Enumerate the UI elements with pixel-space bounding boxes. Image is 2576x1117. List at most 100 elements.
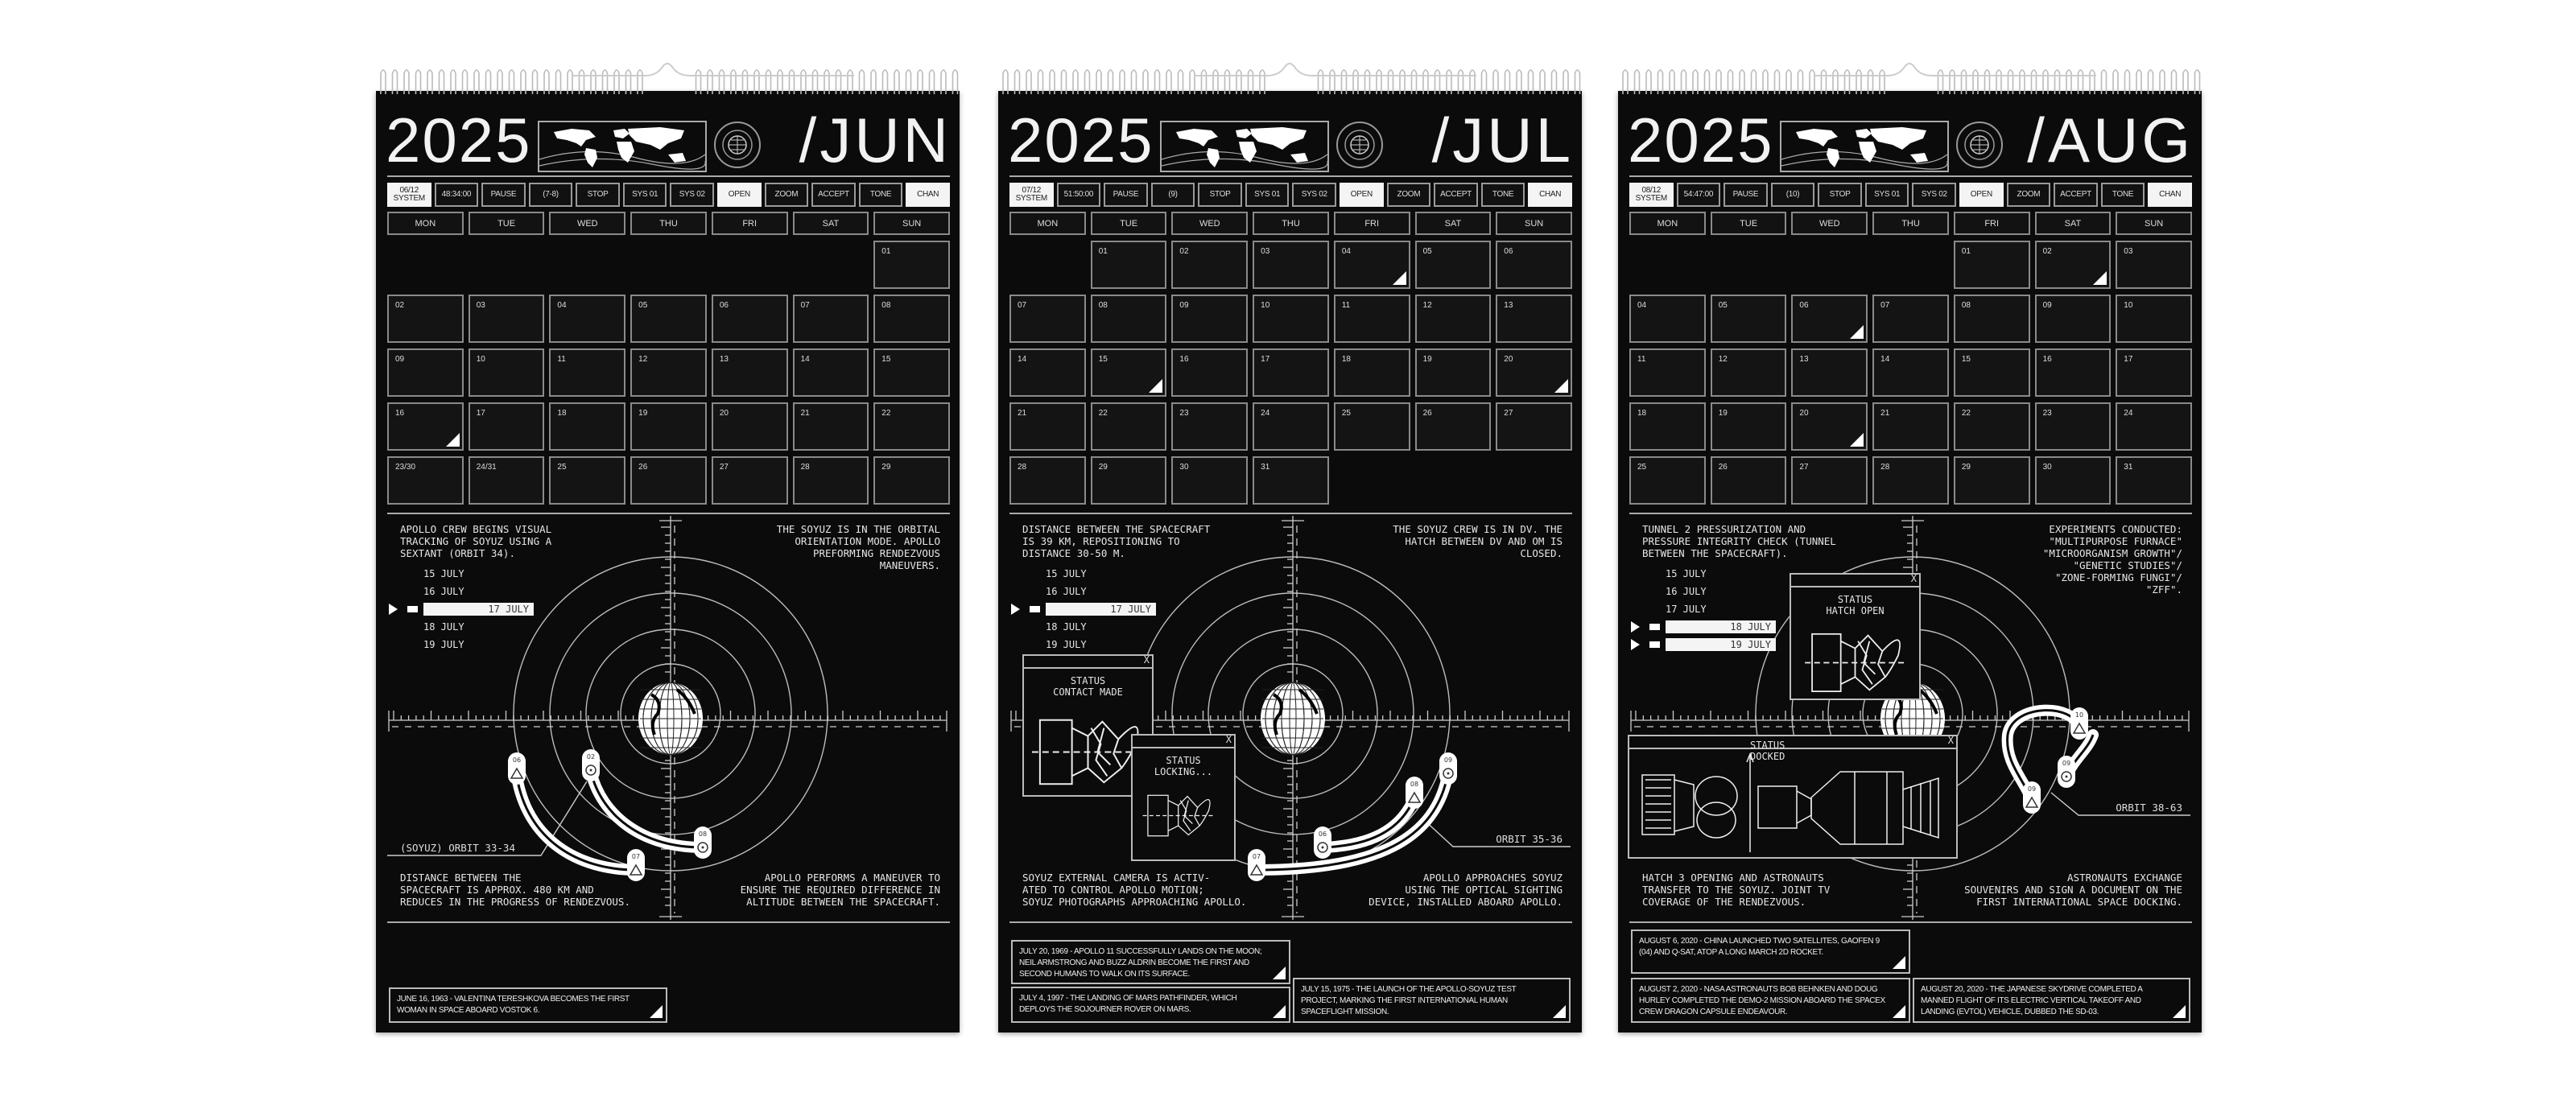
history-fact-card[interactable]: AUGUST 6, 2020 - CHINA LAUNCHED TWO SATE… [1631,929,1910,974]
day-cell[interactable]: 04 [549,295,626,343]
toolbar-button-sys-02[interactable]: SYS 02 [1292,183,1337,207]
day-cell[interactable]: 09 [2034,295,2112,343]
day-cell[interactable]: 28 [1009,456,1086,505]
day-cell[interactable]: 02 [387,295,464,343]
day-cell[interactable]: 06 [1496,241,1572,289]
day-cell[interactable]: 15 [1953,348,2030,397]
history-fact-card[interactable]: JULY 20, 1969 - APOLLO 11 SUCCESSFULLY L… [1011,940,1290,984]
day-cell[interactable]: 08 [1953,295,2030,343]
day-cell[interactable]: 23/30 [387,456,464,505]
day-cell[interactable]: 05 [1710,295,1787,343]
toolbar-button-accept[interactable]: ACCEPT [2054,183,2098,207]
day-cell[interactable]: 12 [630,348,707,397]
day-cell[interactable]: 30 [2034,456,2112,505]
mission-date-item[interactable]: 16 JULY [1629,585,1790,603]
day-cell[interactable]: 02 [1171,241,1249,289]
day-cell[interactable]: 09 [387,348,464,397]
day-cell[interactable]: 27 [711,456,788,505]
toolbar-button-sys-01[interactable]: SYS 01 [622,183,667,207]
day-cell[interactable]: 15 [1090,348,1167,397]
day-cell[interactable]: 31 [2116,456,2192,505]
toolbar-button-stop[interactable]: STOP [1198,183,1242,207]
toolbar-button-7-8[interactable]: (7-8) [528,183,573,207]
day-cell[interactable]: 10 [2116,295,2192,343]
day-cell[interactable]: 29 [1090,456,1167,505]
day-cell[interactable]: 06 [1791,295,1868,343]
day-cell[interactable]: 30 [1171,456,1249,505]
day-cell[interactable]: 14 [1872,348,1949,397]
day-cell[interactable]: 25 [1629,456,1706,505]
day-cell[interactable]: 01 [873,241,950,289]
day-cell[interactable]: 05 [630,295,707,343]
mission-date-item[interactable]: 17 JULY [387,603,548,620]
day-cell[interactable]: 14 [1009,348,1086,397]
day-cell[interactable]: 02 [2034,241,2112,289]
toolbar-button-sys-02[interactable]: SYS 02 [670,183,715,207]
day-cell[interactable]: 11 [1333,295,1410,343]
day-cell[interactable]: 29 [873,456,950,505]
day-cell[interactable]: 24 [2116,402,2192,451]
day-cell[interactable]: 20 [711,402,788,451]
toolbar-button-10[interactable]: (10) [1770,183,1815,207]
day-cell[interactable]: 16 [1171,348,1249,397]
day-cell[interactable]: 21 [1009,402,1086,451]
day-cell[interactable]: 20 [1496,348,1572,397]
day-cell[interactable]: 22 [873,402,950,451]
mission-date-item[interactable]: 17 JULY [1009,603,1170,620]
day-cell[interactable]: 13 [1496,295,1572,343]
day-cell[interactable]: 13 [1791,348,1868,397]
day-cell[interactable]: 04 [1629,295,1706,343]
toolbar-button-tone[interactable]: TONE [1480,183,1525,207]
toolbar-button-pause[interactable]: PAUSE [1724,183,1768,207]
toolbar-button-tone[interactable]: TONE [2100,183,2145,207]
day-cell[interactable]: 17 [2116,348,2192,397]
day-cell[interactable]: 23 [2034,402,2112,451]
toolbar-button-chan[interactable]: CHAN [1528,183,1572,207]
toolbar-button-54-47-00[interactable]: 54:47:00 [1676,183,1721,207]
day-cell[interactable]: 16 [2034,348,2112,397]
day-cell[interactable]: 03 [468,295,545,343]
day-cell[interactable]: 07 [1872,295,1949,343]
toolbar-button-zoom[interactable]: ZOOM [764,183,809,207]
toolbar-button-sys-02[interactable]: SYS 02 [1912,183,1957,207]
day-cell[interactable]: 25 [549,456,626,505]
day-cell[interactable]: 26 [1414,402,1492,451]
toolbar-button-open[interactable]: OPEN [717,183,762,207]
toolbar-button-chan[interactable]: CHAN [2148,183,2192,207]
toolbar-button-stop[interactable]: STOP [1818,183,1862,207]
mission-date-item[interactable]: 18 JULY [1629,620,1790,638]
toolbar-button-06-12-system[interactable]: 06/12 SYSTEM [387,183,431,207]
day-cell[interactable]: 16 [387,402,464,451]
mission-date-item[interactable]: 19 JULY [1629,638,1790,656]
day-cell[interactable]: 28 [792,456,869,505]
day-cell[interactable]: 01 [1090,241,1167,289]
close-icon[interactable]: X [1143,654,1150,666]
day-cell[interactable]: 03 [1253,241,1329,289]
toolbar-button-accept[interactable]: ACCEPT [1434,183,1478,207]
day-cell[interactable]: 12 [1710,348,1787,397]
day-cell[interactable]: 24 [1253,402,1329,451]
toolbar-button-pause[interactable]: PAUSE [481,183,526,207]
day-cell[interactable]: 11 [1629,348,1706,397]
mission-date-item[interactable]: 15 JULY [1629,567,1790,585]
day-cell[interactable]: 15 [873,348,950,397]
day-cell[interactable]: 07 [792,295,869,343]
close-icon[interactable]: X [1910,573,1917,584]
day-cell[interactable]: 13 [711,348,788,397]
day-cell[interactable]: 19 [630,402,707,451]
day-cell[interactable]: 14 [792,348,869,397]
mission-date-item[interactable]: 15 JULY [387,567,548,585]
day-cell[interactable]: 05 [1414,241,1492,289]
day-cell[interactable]: 08 [873,295,950,343]
day-cell[interactable]: 27 [1496,402,1572,451]
mission-date-item[interactable]: 16 JULY [387,585,548,603]
toolbar-button-sys-01[interactable]: SYS 01 [1864,183,1909,207]
day-cell[interactable]: 06 [711,295,788,343]
history-fact-card[interactable]: AUGUST 20, 2020 - THE JAPANESE SKYDRIVE … [1913,978,2190,1023]
mission-date-item[interactable]: 17 JULY [1629,603,1790,620]
day-cell[interactable]: 10 [468,348,545,397]
day-cell[interactable]: 17 [468,402,545,451]
mission-date-item[interactable]: 15 JULY [1009,567,1170,585]
history-fact-card[interactable]: JULY 4, 1997 - THE LANDING OF MARS PATHF… [1011,987,1290,1023]
day-cell[interactable]: 28 [1872,456,1949,505]
